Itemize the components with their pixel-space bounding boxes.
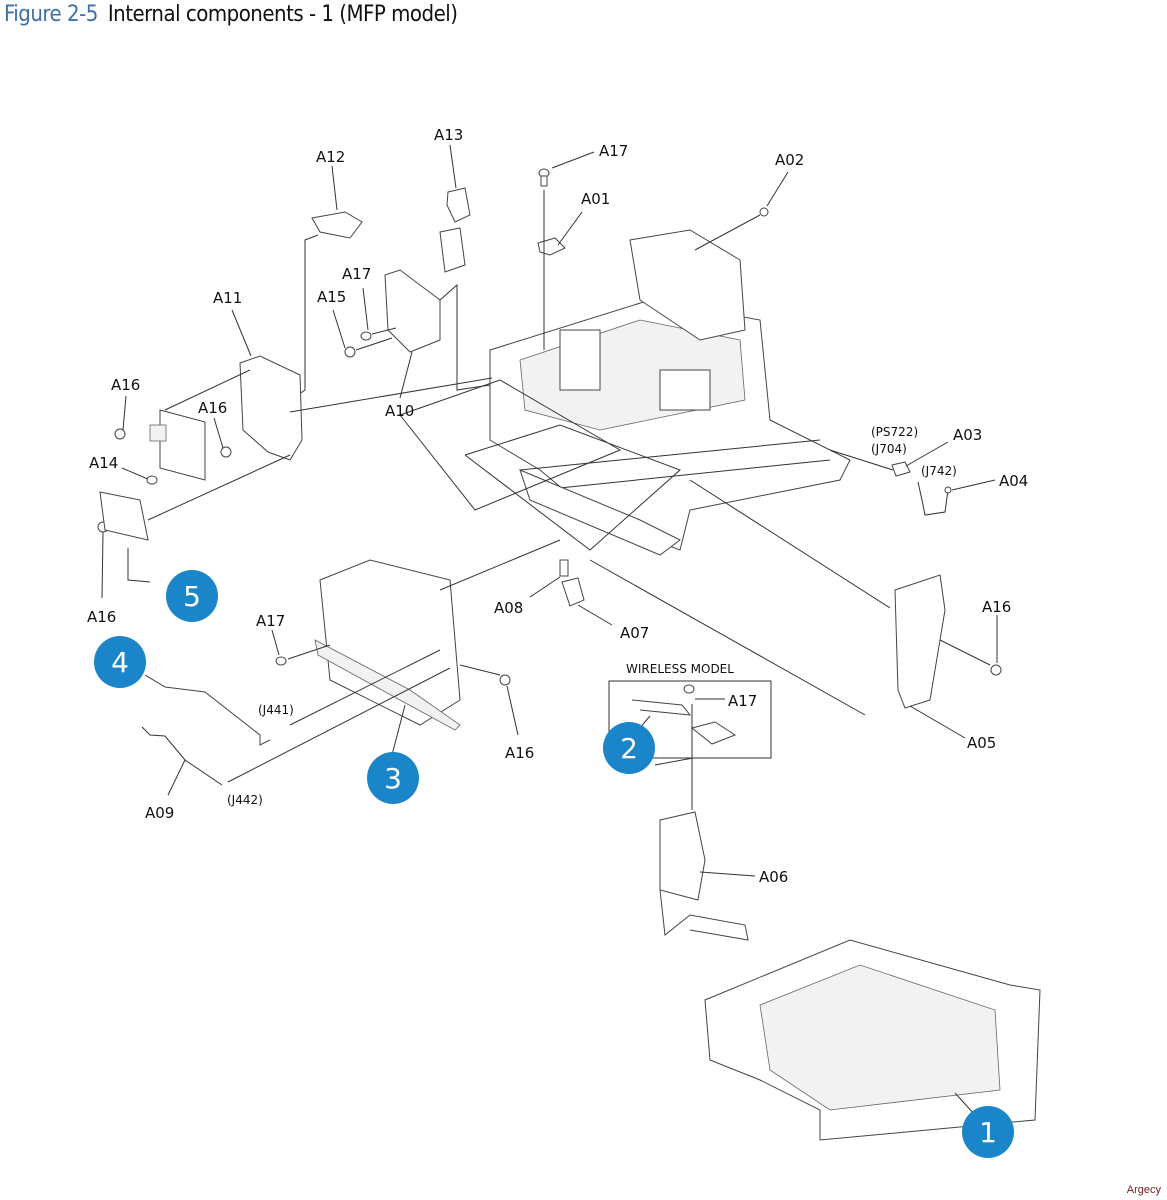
- connector-j442: (J442): [227, 793, 263, 807]
- part-a04-cable: [917, 479, 996, 516]
- leader-to-a05: [689, 479, 891, 609]
- label-a17-top: A17: [599, 142, 628, 160]
- part-a15-screw: [332, 309, 393, 358]
- label-a10: A10: [385, 402, 414, 420]
- assembly-outline-b: [464, 424, 681, 551]
- label-a05: A05: [967, 734, 996, 752]
- part-a10: [384, 269, 491, 399]
- part-callout-4-cable: [144, 649, 441, 746]
- label-a02: A02: [775, 151, 804, 169]
- figure-number: Figure 2-5: [4, 2, 98, 27]
- part-callout-5: [99, 454, 291, 583]
- label-a08: A08: [494, 599, 523, 617]
- label-a03: A03: [953, 426, 982, 444]
- leader-to-a06: [589, 559, 866, 716]
- part-a06: [659, 811, 756, 941]
- part-a08: [529, 559, 569, 598]
- callout-1-number: 1: [979, 1116, 997, 1149]
- label-a12: A12: [316, 148, 345, 166]
- wireless-model-title: WIRELESS MODEL: [626, 662, 734, 676]
- label-a09: A09: [145, 804, 174, 822]
- label-a16-5: A16: [982, 598, 1011, 616]
- wireless-inset: [608, 680, 772, 810]
- label-a17-formatter: A17: [256, 612, 285, 630]
- part-a17-mid-screw: [360, 287, 397, 341]
- figure-title: Figure 2-5 Internal components - 1 (MFP m…: [4, 2, 458, 27]
- figure-caption: Internal components - 1 (MFP model): [107, 2, 458, 27]
- label-a07: A07: [620, 624, 649, 642]
- part-a03: [829, 441, 949, 477]
- part-a07: [561, 577, 613, 626]
- label-a16-2: A16: [198, 399, 227, 417]
- callout-2: 2: [603, 722, 655, 774]
- part-a12: [297, 165, 363, 396]
- callout-5: 5: [166, 570, 218, 622]
- label-a04: A04: [999, 472, 1028, 490]
- label-a13: A13: [434, 126, 463, 144]
- part-a05: [894, 574, 1002, 739]
- label-a06: A06: [759, 868, 788, 886]
- callout-3-number: 3: [384, 762, 402, 795]
- callout-1: 1: [962, 1106, 1014, 1158]
- part-a17-top-screw: [538, 151, 595, 350]
- label-a17-wireless: A17: [728, 692, 757, 710]
- part-a14: [121, 369, 251, 481]
- part-a09-cable: [141, 667, 451, 796]
- connector-j742: (J742): [921, 464, 957, 478]
- part-a16-left-screws: [97, 395, 232, 599]
- label-a17-mid: A17: [342, 265, 371, 283]
- main-chassis: [489, 229, 851, 556]
- label-a16-3: A16: [87, 608, 116, 626]
- label-a01: A01: [581, 190, 610, 208]
- callout-4: 4: [94, 636, 146, 688]
- connector-ps722: (PS722): [871, 425, 918, 439]
- label-a14: A14: [89, 454, 118, 472]
- label-a16-1: A16: [111, 376, 140, 394]
- connector-j704: (J704): [871, 442, 907, 456]
- callout-2-number: 2: [620, 732, 638, 765]
- assembly-outline-a: [399, 379, 622, 511]
- callout-3: 3: [367, 752, 419, 804]
- label-a15: A15: [317, 288, 346, 306]
- part-a13: [439, 144, 471, 273]
- label-a16-4: A16: [505, 744, 534, 762]
- part-a11: [231, 309, 493, 461]
- part-a02: [694, 171, 789, 251]
- connector-j441: (J441): [258, 703, 294, 717]
- watermark: Argecy: [1126, 1184, 1161, 1196]
- part-a16-formatter-screw: [499, 674, 519, 736]
- part-a17-formatter-screw: [271, 629, 331, 666]
- callout-4-number: 4: [111, 646, 129, 679]
- label-a11: A11: [213, 289, 242, 307]
- part-a01: [537, 211, 583, 256]
- callout-5-number: 5: [183, 580, 201, 613]
- part-callout-3-formatter: [314, 539, 561, 756]
- part-callout-1-tray: [704, 939, 1041, 1141]
